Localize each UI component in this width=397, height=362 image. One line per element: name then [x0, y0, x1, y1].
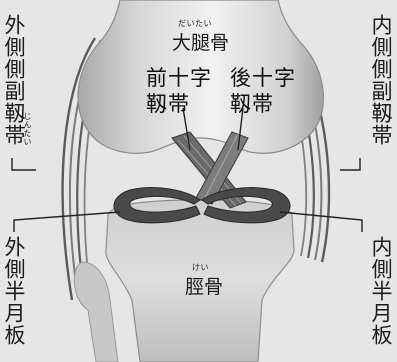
lateral-collateral-ligament-label: 外側側副靱帯 — [2, 14, 26, 146]
femur-reading: だいたい — [178, 19, 212, 28]
leader-lines — [11, 107, 363, 232]
tibia-label: 脛骨 — [185, 276, 224, 298]
pcl-label-line1: 後十字 — [230, 66, 296, 90]
medial-meniscus — [201, 187, 291, 224]
lcl-reading: じんたい — [23, 112, 32, 146]
lateral-meniscus-label: 外側半月板 — [2, 236, 26, 346]
femur-label: 大腿骨 — [172, 32, 230, 54]
femur — [77, 0, 325, 154]
acl-label-line2: 靱帯 — [146, 92, 190, 116]
fibula — [73, 261, 119, 362]
tibia — [105, 199, 295, 362]
cruciate-ligaments — [171, 131, 249, 209]
lateral-meniscus — [113, 187, 201, 224]
medial-collateral-ligament-label: 内側側副靱帯 — [369, 14, 393, 146]
medial-meniscus-label: 内側半月板 — [369, 236, 393, 346]
acl-label-line1: 前十字 — [146, 66, 212, 90]
tibia-reading: けい — [192, 263, 209, 272]
pcl-label-line2: 靱帯 — [230, 92, 274, 116]
